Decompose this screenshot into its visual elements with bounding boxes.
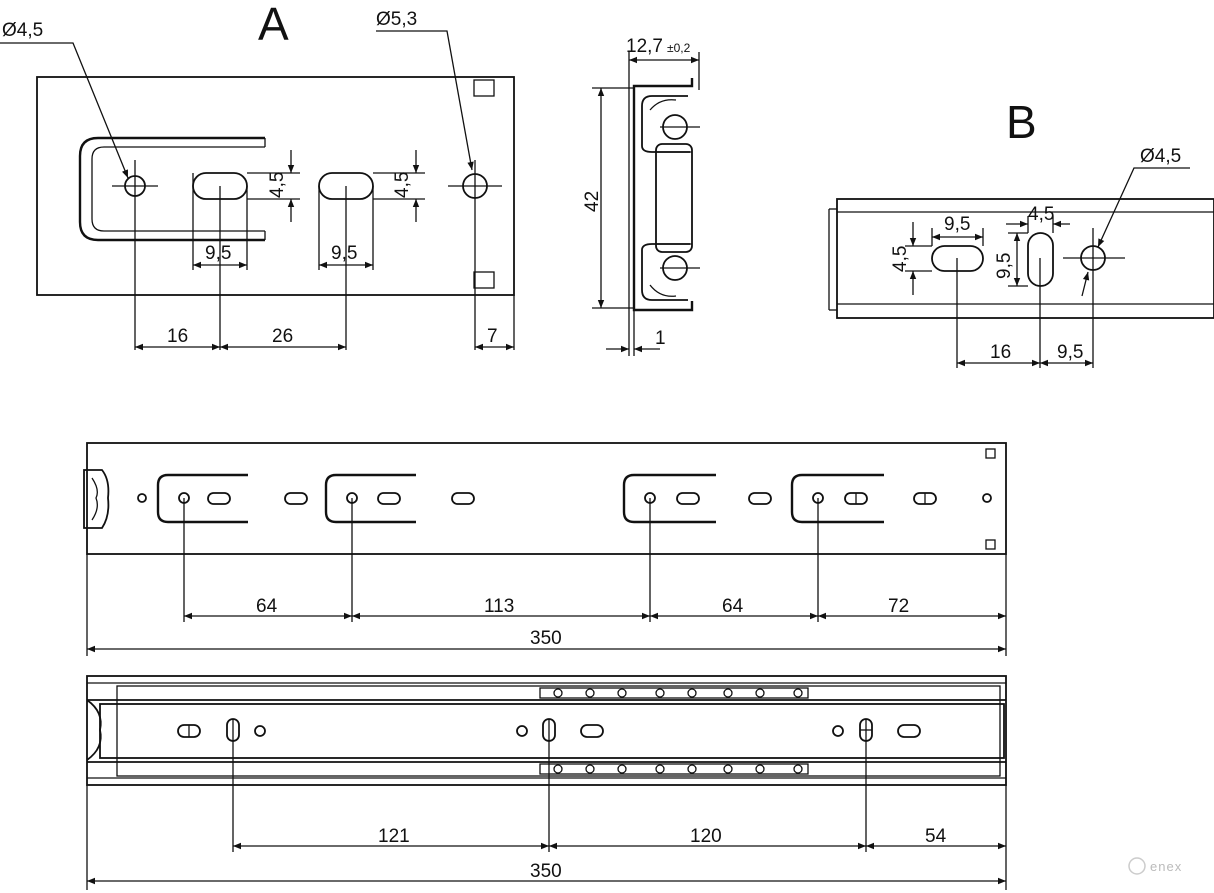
rail-top-bracket-2 (324, 473, 416, 524)
rail-top: 64 113 64 72 350 (83, 442, 1007, 656)
view-a-u-bracket (78, 136, 265, 242)
rail-bottom: 121 120 54 350 (86, 675, 1007, 890)
view-a-dim-16: 16 (167, 326, 188, 347)
rail-bottom-dim-121: 121 (378, 826, 410, 847)
rail-bottom-ball-cage-top (539, 687, 809, 699)
view-a-slot1-height: 4,5 (267, 172, 288, 198)
rail-top-dim-113: 113 (484, 596, 514, 617)
rail-top-bracket-1 (156, 473, 248, 524)
brand-name: enex (1150, 859, 1182, 874)
view-a-slot2-width: 9,5 (331, 243, 357, 264)
rail-top-dim-64b: 64 (722, 596, 744, 617)
view-b-slot-v-width: 4,5 (1028, 204, 1054, 225)
section-height: 42 (582, 191, 603, 212)
view-b-slot-v-height: 9,5 (994, 253, 1015, 279)
brand-logo-icon (1128, 857, 1146, 875)
section-tolerance: ±0,2 (667, 41, 691, 55)
view-b: B 9,5 4,5 4,5 9,5 Ø4 (828, 96, 1214, 368)
view-a-outline (36, 76, 515, 296)
section-outer-profile (632, 78, 694, 312)
rail-bottom-ball-cage-bottom (539, 763, 809, 775)
rail-top-total: 350 (530, 628, 562, 649)
brand-watermark: enex (1128, 857, 1182, 875)
view-a-label: A (258, 0, 289, 50)
view-a-hole-right-label: Ø5,3 (376, 9, 417, 30)
section-thickness: 1 (655, 328, 666, 349)
rail-bottom-dim-54: 54 (925, 826, 947, 847)
rail-top-bracket-3 (622, 473, 716, 524)
view-b-dim-16: 16 (990, 342, 1011, 363)
rail-top-outline (86, 442, 1007, 555)
rail-bottom-outline (86, 675, 1007, 786)
rail-top-dim-72: 72 (888, 596, 909, 617)
rail-top-bracket-4 (790, 473, 884, 524)
rail-bottom-total: 350 (530, 861, 562, 882)
section-width: 12,7 (626, 36, 663, 57)
view-b-slot-h-height: 4,5 (890, 246, 911, 272)
view-b-hole-label: Ø4,5 (1140, 146, 1181, 167)
view-b-slot-h-width: 9,5 (944, 214, 970, 235)
view-a: A 4,5 4 (0, 0, 515, 351)
view-a-hole-left-label: Ø4,5 (2, 20, 43, 41)
view-a-dim-26: 26 (272, 326, 293, 347)
rail-bottom-dim-120: 120 (690, 826, 722, 847)
view-b-label: B (1006, 96, 1037, 148)
rail-top-dim-64a: 64 (256, 596, 278, 617)
view-a-slot2-height: 4,5 (392, 172, 413, 198)
view-b-outline (836, 198, 1214, 319)
view-a-dim-7: 7 (487, 326, 498, 347)
view-a-slot1-width: 9,5 (205, 243, 231, 264)
section-view: 12,7 ±0,2 42 1 (582, 36, 700, 356)
view-b-dim-9-5: 9,5 (1057, 342, 1083, 363)
